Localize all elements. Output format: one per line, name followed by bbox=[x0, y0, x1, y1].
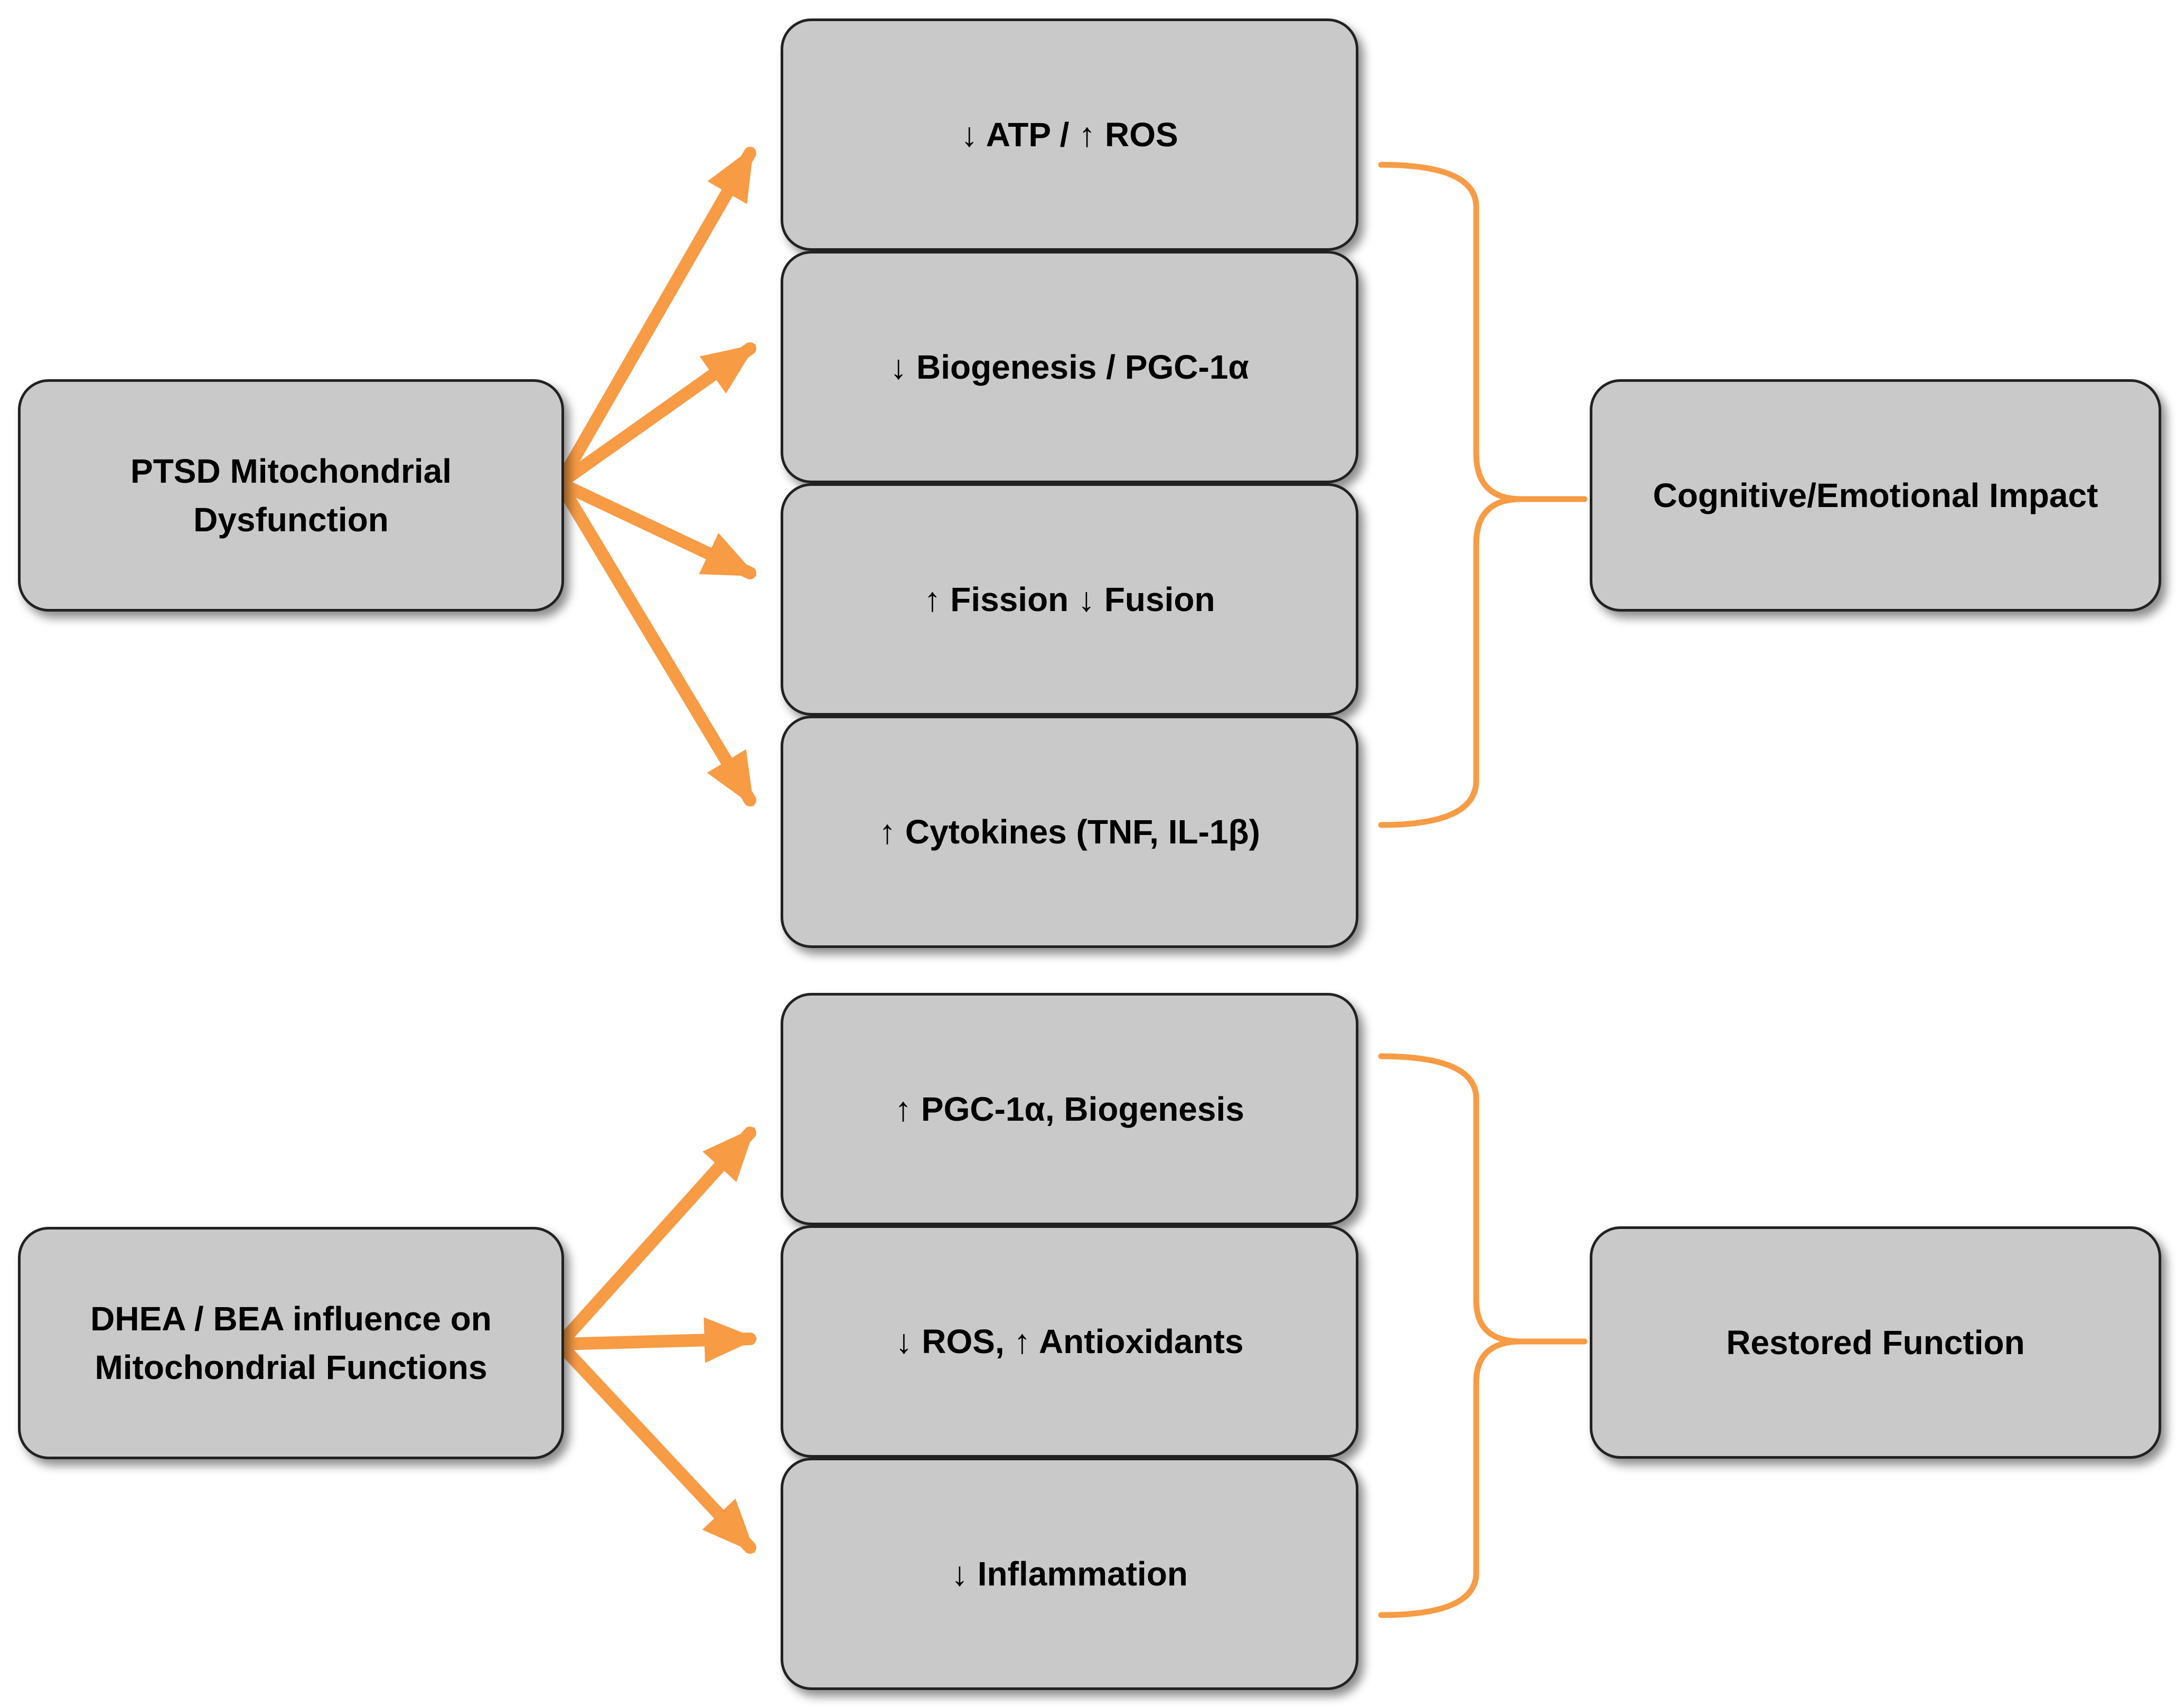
cognitive-emotional-impact-box: Cognitive/Emotional Impact bbox=[1590, 379, 2161, 612]
ros-antioxidants-label: ↓ ROS, ↑ Antioxidants bbox=[895, 1322, 1244, 1360]
cognitive-impact-label: Cognitive/Emotional Impact bbox=[1653, 476, 2098, 514]
biogenesis-pgc-box: ↓ Biogenesis / PGC-1α bbox=[781, 251, 1358, 483]
pgc-biogenesis-label: ↑ PGC-1α, Biogenesis bbox=[895, 1090, 1244, 1128]
fission-fusion-label: ↑ Fission ↓ Fusion bbox=[924, 580, 1215, 618]
biogenesis-pgc-label: ↓ Biogenesis / PGC-1α bbox=[890, 348, 1249, 386]
arrow-to-inflammation bbox=[554, 1338, 756, 1554]
restored-function-label: Restored Function bbox=[1726, 1324, 2025, 1362]
top-arrows bbox=[554, 146, 757, 807]
atp-ros-label: ↓ ATP / ↑ ROS bbox=[961, 116, 1178, 154]
bottom-arrows bbox=[554, 1127, 758, 1554]
bottom-bracket bbox=[1378, 1053, 1588, 1618]
arrow-to-biogenesis bbox=[554, 342, 756, 490]
fission-fusion-box: ↑ Fission ↓ Fusion bbox=[781, 483, 1358, 716]
arrow-to-atp bbox=[554, 146, 756, 490]
inflammation-label: ↓ Inflammation bbox=[951, 1555, 1188, 1593]
dhea-bea-influence-box: DHEA / BEA influence on Mitochondrial Fu… bbox=[18, 1227, 564, 1459]
cytokines-label: ↑ Cytokines (TNF, IL-1β) bbox=[879, 813, 1260, 851]
ptsd-mitochondrial-dysfunction-box: PTSD Mitochondrial Dysfunction bbox=[18, 379, 564, 612]
pgc-biogenesis-box: ↑ PGC-1α, Biogenesis bbox=[781, 993, 1358, 1225]
arrow-to-cytokines bbox=[554, 477, 756, 807]
cytokines-box: ↑ Cytokines (TNF, IL-1β) bbox=[781, 716, 1358, 948]
arrow-to-ros bbox=[554, 1317, 758, 1363]
inflammation-box: ↓ Inflammation bbox=[781, 1458, 1358, 1690]
dhea-box-label: DHEA / BEA influence on Mitochondrial Fu… bbox=[90, 1300, 492, 1386]
restored-function-box: Restored Function bbox=[1590, 1226, 2161, 1459]
top-bracket bbox=[1378, 162, 1588, 828]
ptsd-box-label: PTSD Mitochondrial Dysfunction bbox=[130, 452, 452, 539]
arrow-to-fission bbox=[554, 477, 757, 579]
ros-antioxidants-box: ↓ ROS, ↑ Antioxidants bbox=[781, 1225, 1358, 1458]
arrow-to-pgc bbox=[554, 1127, 756, 1350]
atp-ros-box: ↓ ATP / ↑ ROS bbox=[781, 18, 1358, 251]
